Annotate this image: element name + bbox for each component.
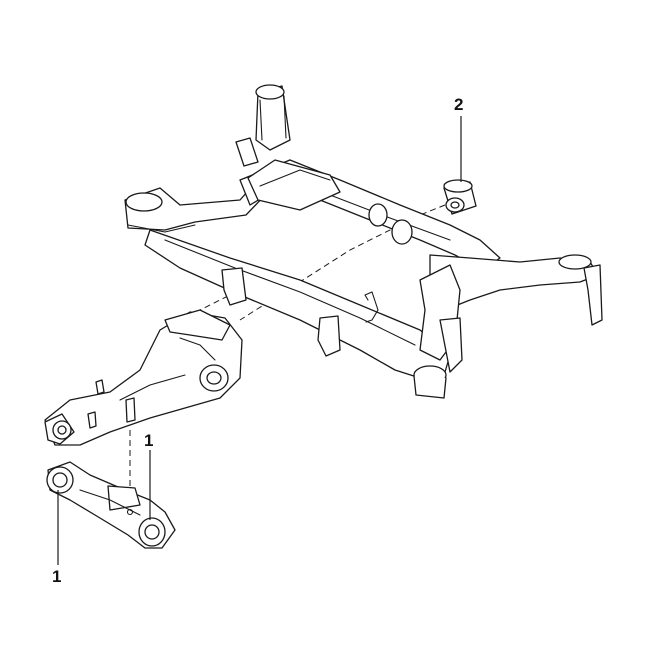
callout-2: 2	[454, 95, 463, 114]
leader-lines	[57, 116, 462, 565]
callout-labels: 2 1 1	[52, 95, 463, 586]
bushing-right	[443, 179, 477, 215]
callout-1-bottom: 1	[52, 567, 61, 586]
differential-mount	[46, 461, 176, 549]
differential-housing	[44, 309, 243, 446]
rear-subframe	[124, 84, 603, 399]
callout-1-top: 1	[144, 431, 153, 450]
